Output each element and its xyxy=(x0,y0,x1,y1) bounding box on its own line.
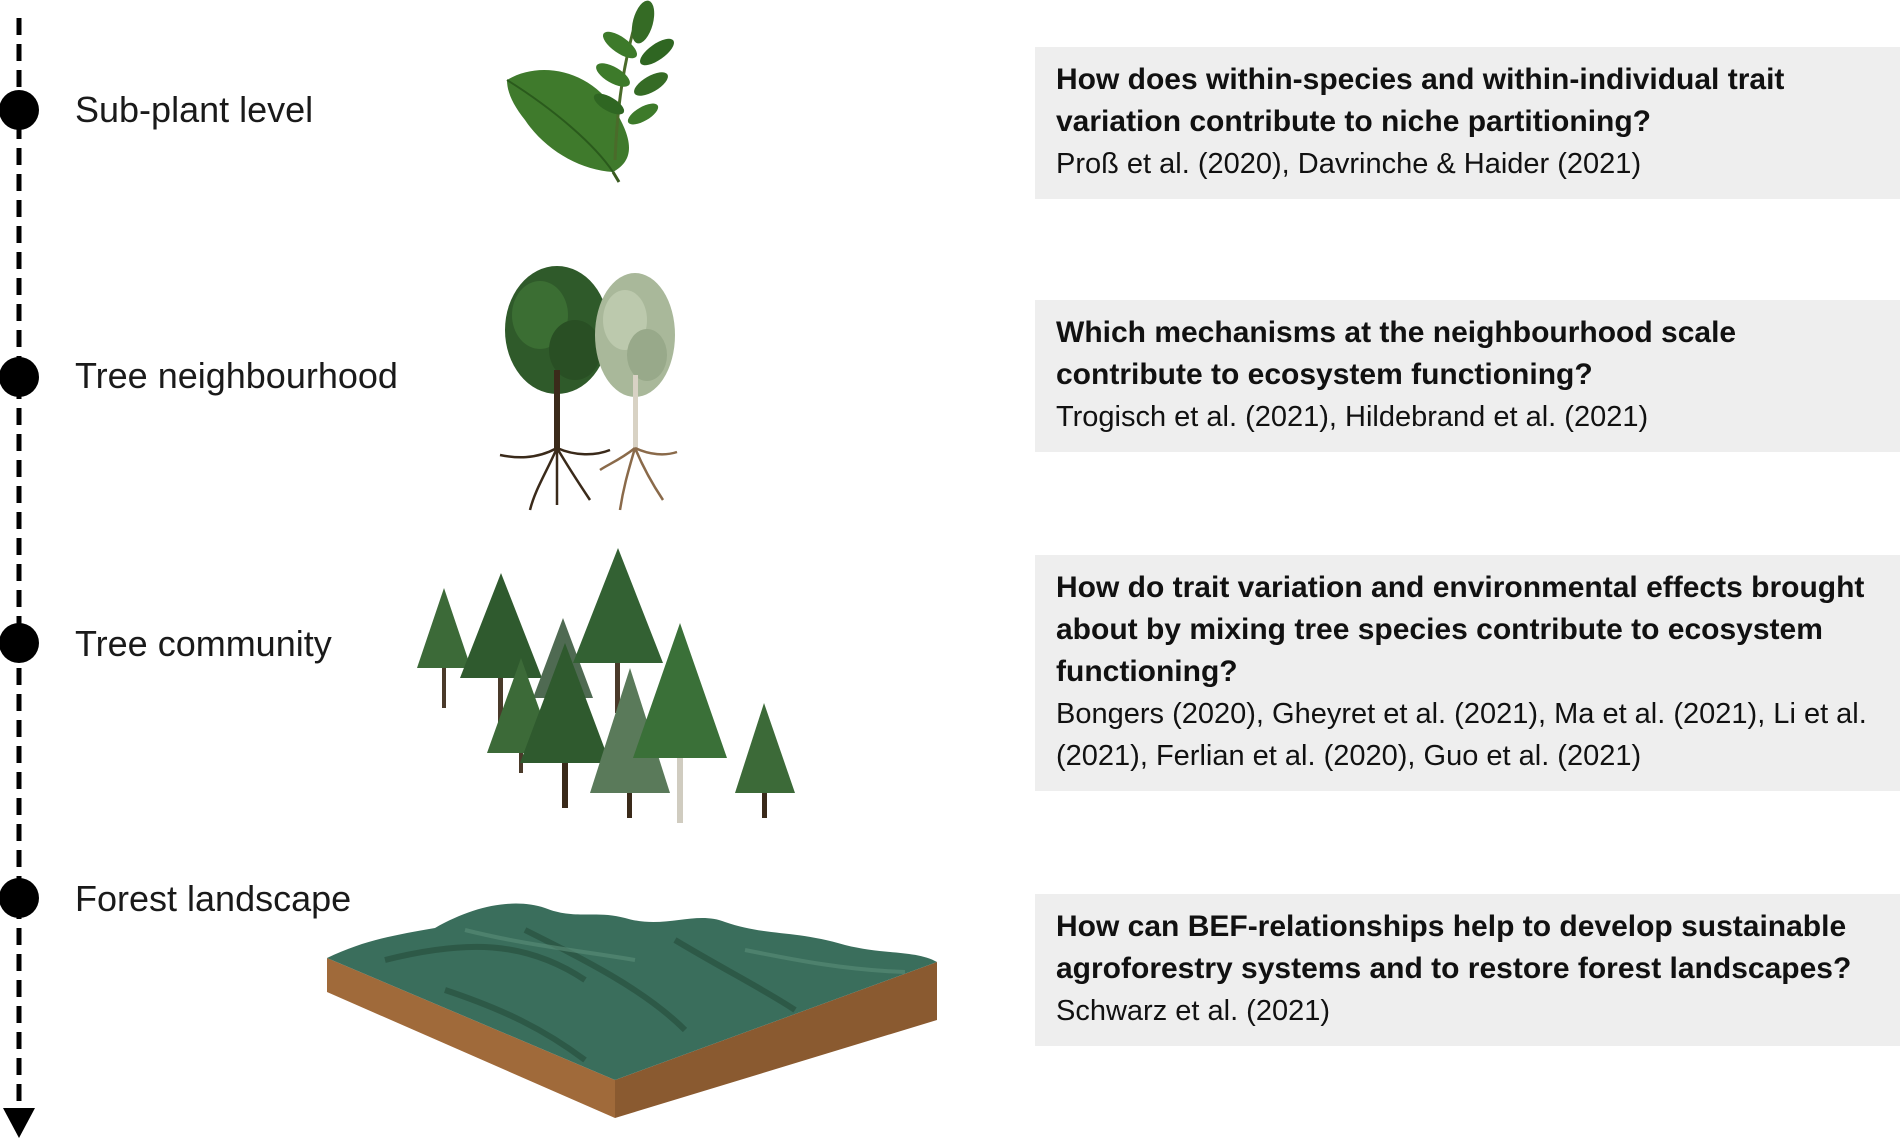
tree-pair-icon xyxy=(499,266,678,511)
question-box-sub-plant: How does within-species and within-indiv… xyxy=(1035,47,1900,199)
level-label-community: Tree community xyxy=(75,623,332,664)
question-text: How does within-species and within-indiv… xyxy=(1056,63,1785,138)
level-label-neighbourhood: Tree neighbourhood xyxy=(75,355,398,396)
axis-arrowhead xyxy=(3,1108,35,1138)
level-marker-community xyxy=(0,623,39,663)
question-text: How do trait variation and environmental… xyxy=(1056,571,1865,688)
question-box-landscape: How can BEF-relationships help to develo… xyxy=(1035,894,1900,1046)
level-label-sub-plant: Sub-plant level xyxy=(75,89,314,130)
compound-leaf-icon xyxy=(593,0,675,161)
question-text: How can BEF-relationships help to develo… xyxy=(1056,910,1852,985)
conifer-forest-illustration xyxy=(417,548,795,823)
landscape-block-icon xyxy=(327,903,937,1118)
leaf-icon xyxy=(506,70,629,183)
conifer-forest-icon xyxy=(417,548,795,823)
level-marker-sub-plant xyxy=(0,90,39,130)
level-label-landscape: Forest landscape xyxy=(75,878,352,919)
references-text: Trogisch et al. (2021), Hildebrand et al… xyxy=(1056,401,1649,433)
references-text: Bongers (2020), Gheyret et al. (2021), M… xyxy=(1056,698,1867,772)
leaf-illustration xyxy=(506,0,675,183)
level-marker-neighbourhood xyxy=(0,357,39,397)
tree-pair-illustration xyxy=(499,266,678,511)
level-marker-landscape xyxy=(0,878,39,918)
question-text: Which mechanisms at the neighbourhood sc… xyxy=(1056,316,1737,391)
question-box-community: How do trait variation and environmental… xyxy=(1035,555,1900,791)
landscape-illustration xyxy=(327,903,937,1118)
references-text: Proß et al. (2020), Davrinche & Haider (… xyxy=(1056,148,1642,180)
question-box-neighbourhood: Which mechanisms at the neighbourhood sc… xyxy=(1035,300,1900,452)
references-text: Schwarz et al. (2021) xyxy=(1056,995,1331,1027)
